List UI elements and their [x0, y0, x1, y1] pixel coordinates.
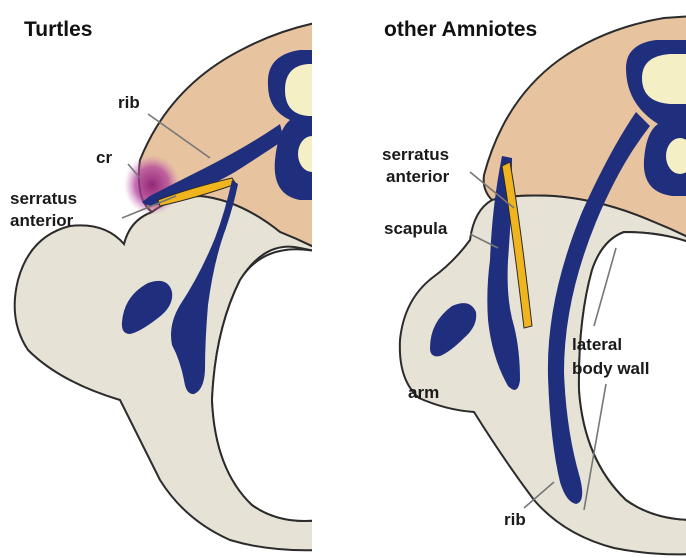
- amniote-scapula-label: scapula: [384, 219, 448, 238]
- turtle-diagram: Turtles rib cr serratus anterior: [0, 0, 312, 558]
- amniote-diagram: other Amniotes serratus anterior scapula…: [374, 0, 686, 558]
- amniote-serratus-label-line2: anterior: [386, 167, 450, 186]
- turtle-serratus-label-line2: anterior: [10, 211, 74, 230]
- turtle-rib-label: rib: [118, 93, 140, 112]
- amniote-rib-label: rib: [504, 510, 526, 529]
- amniotes-panel: other Amniotes serratus anterior scapula…: [374, 0, 686, 558]
- amniotes-title: other Amniotes: [384, 18, 537, 41]
- turtle-cr-label: cr: [96, 148, 112, 167]
- amniote-arm-label: arm: [408, 383, 439, 402]
- amniote-serratus-label-line1: serratus: [382, 145, 449, 164]
- amniote-lateral-label-line1: lateral: [572, 335, 622, 354]
- turtle-serratus-label-line1: serratus: [10, 189, 77, 208]
- turtles-title: Turtles: [24, 18, 92, 41]
- amniote-lateral-label-line2: body wall: [572, 359, 649, 378]
- turtles-panel: Turtles rib cr serratus anterior: [0, 0, 312, 558]
